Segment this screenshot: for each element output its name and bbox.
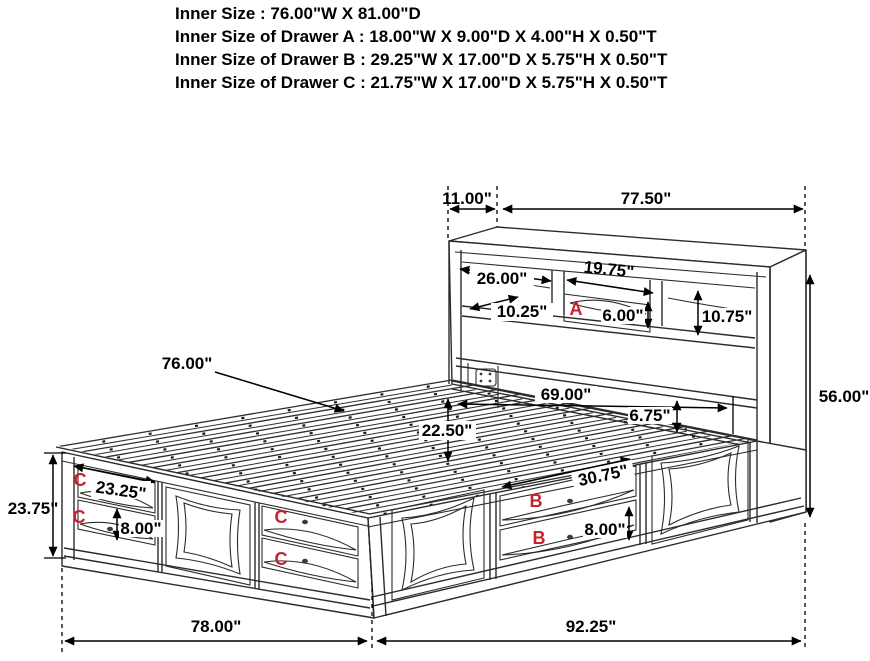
label-drawer-a: A	[570, 299, 583, 319]
inner-size-title-block: Inner Size : 76.00"W X 81.00"D Inner Siz…	[175, 2, 667, 94]
dim-headboard-height: 56.00"	[819, 387, 870, 406]
dim-side-length: 92.25"	[566, 617, 617, 636]
label-drawer-c2: C	[73, 507, 86, 527]
label-drawer-c3: C	[275, 507, 288, 527]
dim-slat-width: 76.00"	[162, 354, 213, 373]
dim-foot-width: 78.00"	[191, 617, 242, 636]
title-line-drawer-b: Inner Size of Drawer B : 29.25"W X 17.00…	[175, 50, 668, 69]
label-drawer-c1: C	[74, 470, 87, 490]
title-line-inner-size: Inner Size : 76.00"W X 81.00"D	[175, 4, 421, 23]
dim-drawer-c-height: 8.00"	[120, 519, 161, 538]
dim-cubby-left-width: 26.00"	[477, 269, 528, 288]
drawer-letter-labels: A B B C C C C	[73, 299, 583, 569]
dim-slat-span: 22.50"	[422, 421, 473, 440]
label-drawer-b-top: B	[530, 491, 543, 511]
dim-headboard-depth: 11.00"	[442, 189, 492, 208]
dim-headboard-width: 77.50"	[621, 189, 672, 208]
dim-drawer-a-height: 6.00"	[602, 306, 643, 325]
drawer-c-column-2	[261, 505, 359, 589]
side-panel-left	[391, 489, 485, 601]
dim-cubby-left-depth: 10.25"	[497, 302, 548, 321]
label-drawer-b-bottom: B	[533, 528, 546, 548]
title-line-drawer-c: Inner Size of Drawer C : 21.75"W X 17.00…	[175, 73, 668, 92]
title-line-drawer-a: Inner Size of Drawer A : 18.00"W X 9.00"…	[175, 27, 657, 46]
label-drawer-c4: C	[275, 549, 288, 569]
storage-base	[61, 437, 807, 619]
dim-cubby-right-height: 10.75"	[702, 307, 753, 326]
dim-drawer-b-height: 8.00"	[584, 520, 625, 539]
dim-rail-drop: 6.75"	[629, 406, 670, 425]
dim-rail-length: 69.00"	[541, 385, 592, 404]
dim-base-height: 23.75"	[8, 499, 59, 518]
foot-panel	[165, 486, 251, 586]
